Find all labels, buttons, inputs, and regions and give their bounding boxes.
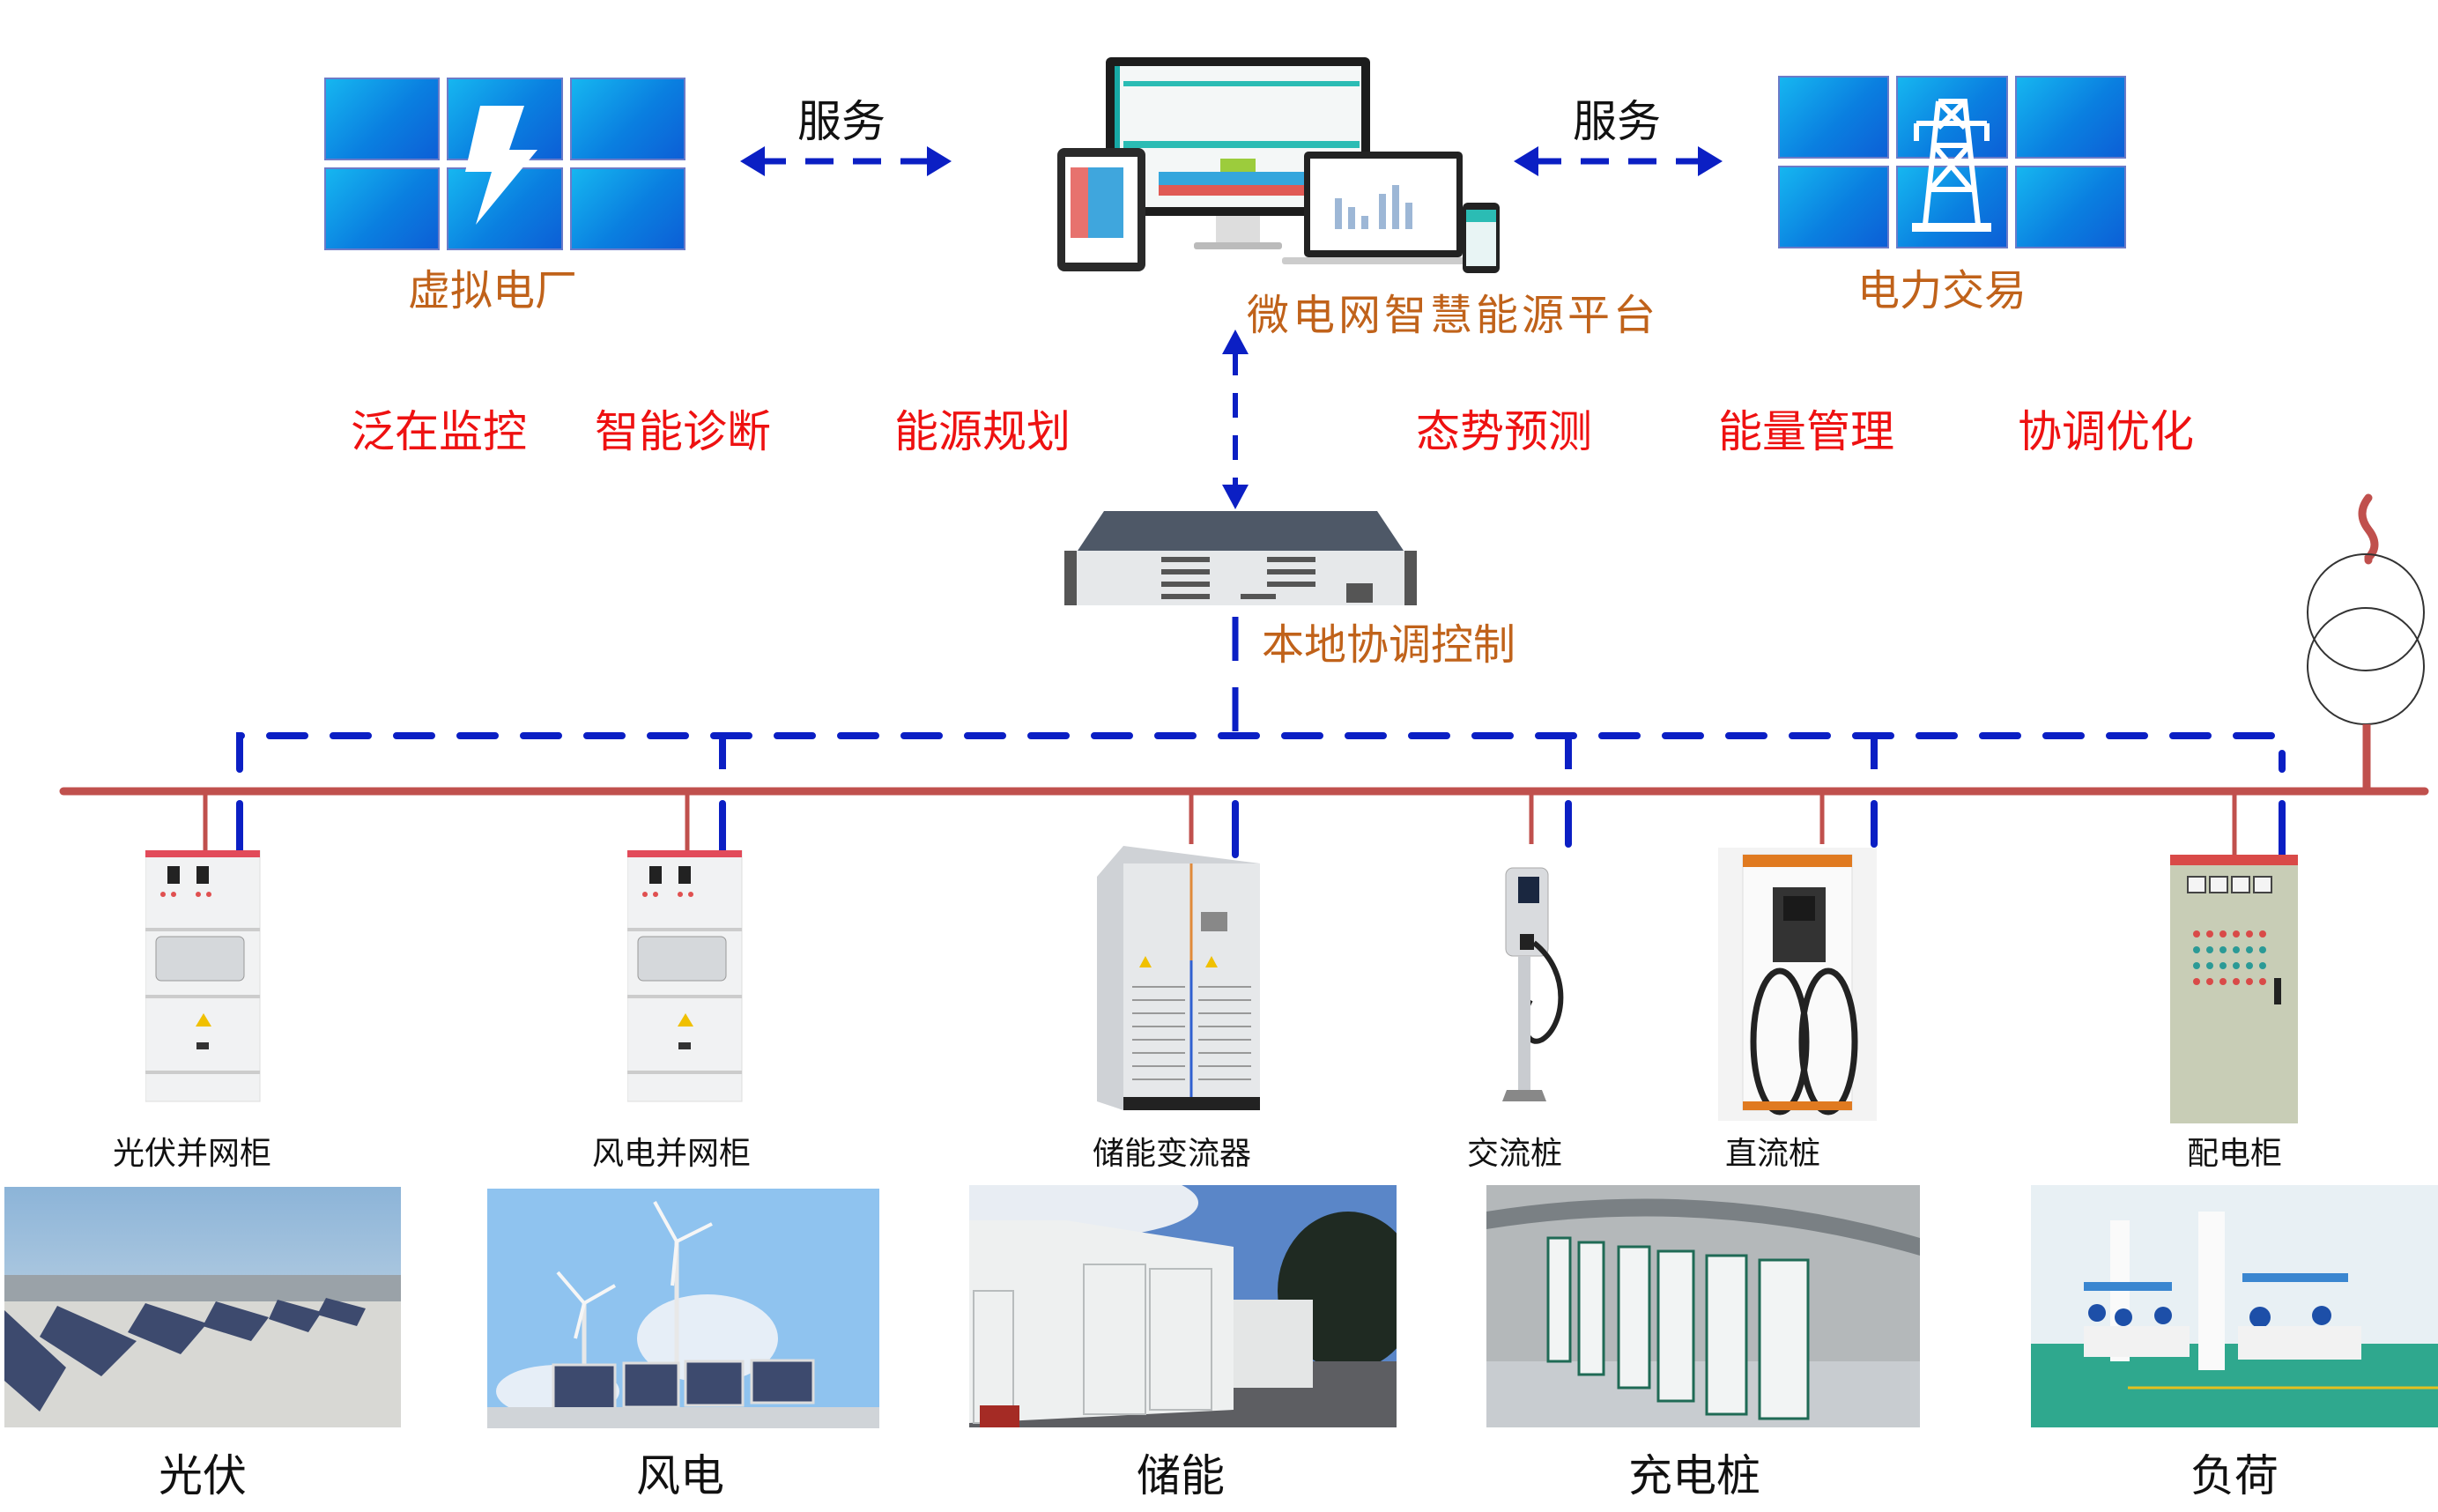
transformer-icon xyxy=(2307,493,2425,791)
lightning-bolt-icon xyxy=(465,106,537,225)
comm-bus xyxy=(236,732,2286,773)
distribution-cabinet-icon[interactable] xyxy=(2170,855,2302,1128)
equipment-label: 交流桩 xyxy=(1467,1136,1563,1172)
equipment-label: 光伏并网柜 xyxy=(113,1136,272,1172)
function-label: 智能诊断 xyxy=(595,406,771,457)
equipment-label: 储能变流器 xyxy=(1093,1136,1252,1172)
platform-label: 微电网智慧能源平台 xyxy=(1247,291,1660,340)
service-label-right: 服务 xyxy=(1573,96,1661,147)
equipment-label: 配电柜 xyxy=(2187,1136,2283,1172)
controller-label: 本地协调控制 xyxy=(1262,620,1516,670)
wind-turbine-photo[interactable] xyxy=(487,1189,879,1428)
charging-station-photo[interactable] xyxy=(1486,1185,1920,1427)
solar-farm-photo[interactable] xyxy=(4,1187,401,1427)
multi-device-dashboard-icon[interactable] xyxy=(1053,53,1529,282)
trading-label: 电力交易 xyxy=(1857,266,2027,315)
power-tower-icon xyxy=(1912,99,1991,232)
battery-container-photo[interactable] xyxy=(969,1185,1397,1427)
equipment-label: 直流桩 xyxy=(1725,1136,1821,1172)
factory-load-photo[interactable] xyxy=(2031,1185,2438,1427)
trading-icon[interactable] xyxy=(1778,76,2126,248)
vpp-label: 虚拟电厂 xyxy=(408,266,578,315)
rack-controller-icon[interactable] xyxy=(1064,511,1417,608)
dc-charger-icon[interactable] xyxy=(1718,848,1877,1121)
equipment-label: 风电并网柜 xyxy=(592,1136,752,1172)
function-label: 能量管理 xyxy=(1718,406,1894,457)
function-label: 协调优化 xyxy=(2018,406,2194,457)
pcs-inverter-icon[interactable] xyxy=(1097,846,1273,1119)
service-arrow-left xyxy=(740,146,952,176)
resource-label: 储能 xyxy=(1137,1450,1225,1501)
platform-controller-arrow xyxy=(1222,330,1249,509)
function-label: 态势预测 xyxy=(1416,406,1592,457)
function-label: 能源规划 xyxy=(894,406,1071,457)
service-label-left: 服务 xyxy=(797,96,886,147)
resource-label: 充电桩 xyxy=(1628,1450,1760,1501)
vpp-icon[interactable] xyxy=(324,78,685,250)
resource-label: 风电 xyxy=(636,1450,724,1501)
resource-label: 光伏 xyxy=(159,1450,247,1501)
switchgear-cabinet-icon[interactable] xyxy=(145,850,264,1106)
ac-charger-icon[interactable] xyxy=(1493,850,1599,1115)
switchgear-cabinet-icon[interactable] xyxy=(627,850,746,1106)
function-label: 泛在监控 xyxy=(351,406,527,457)
device-drops xyxy=(203,736,2286,863)
service-arrow-right xyxy=(1514,146,1723,176)
resource-label: 负荷 xyxy=(2190,1450,2279,1501)
